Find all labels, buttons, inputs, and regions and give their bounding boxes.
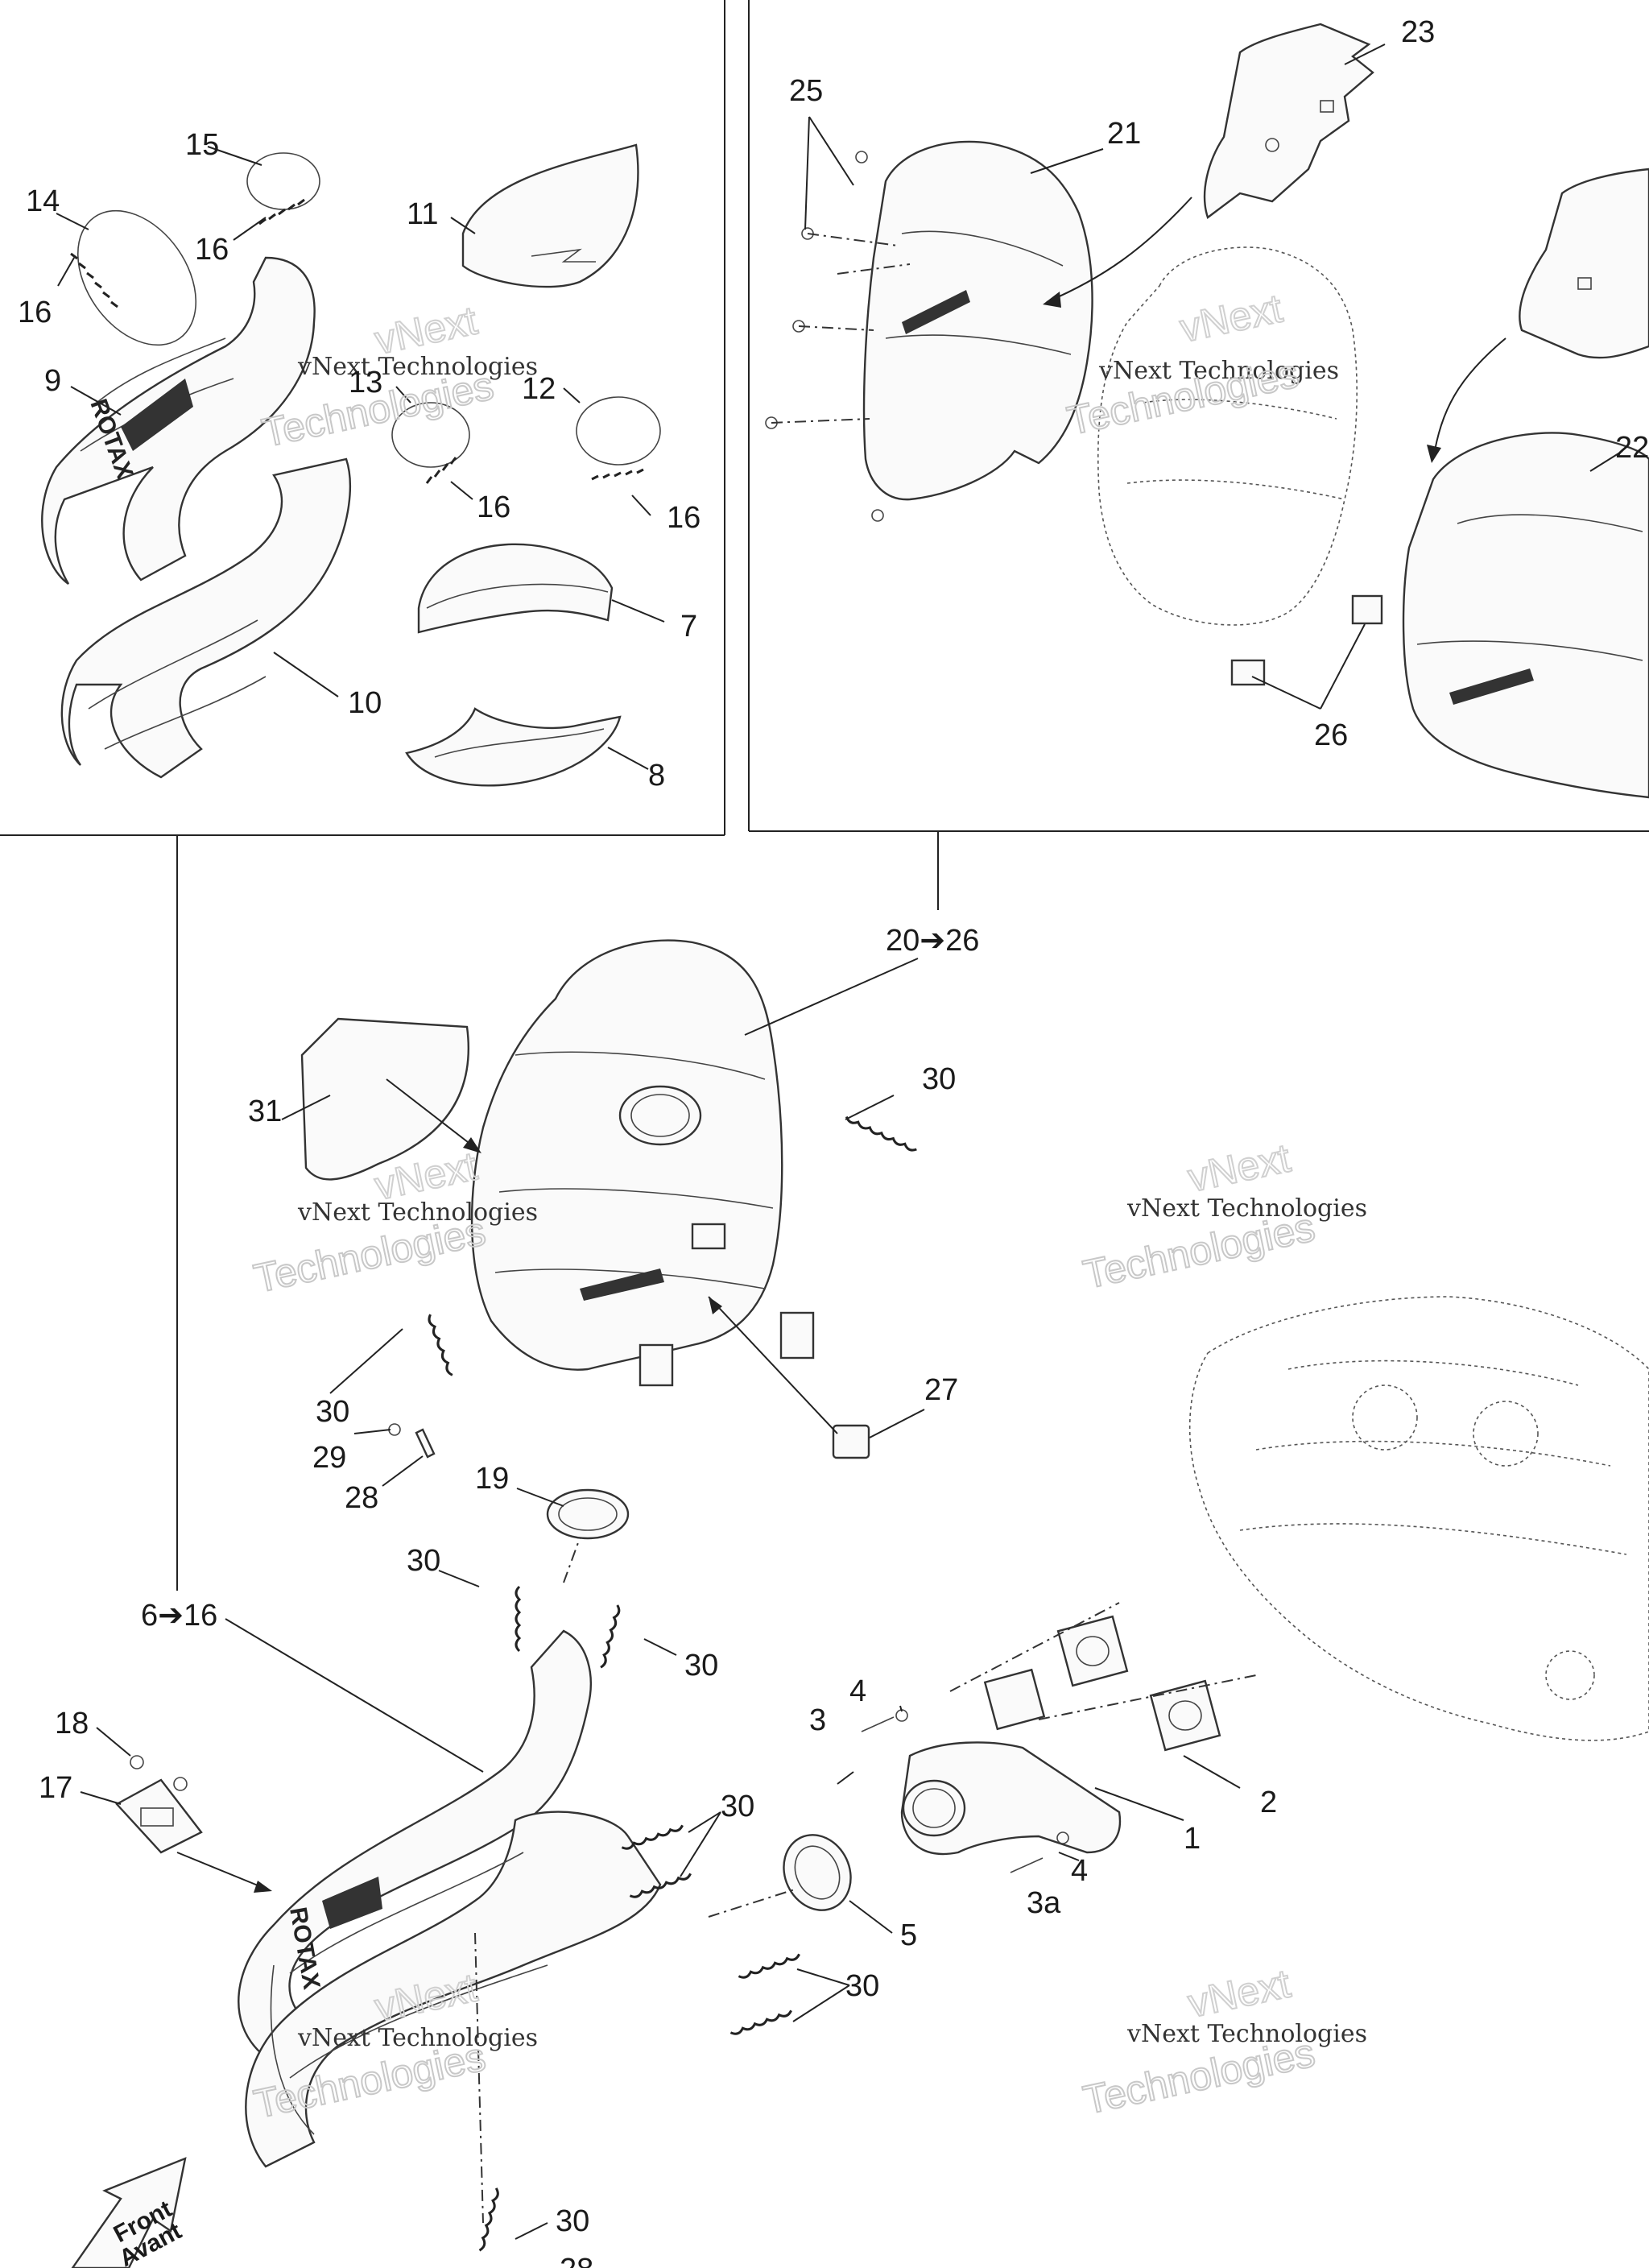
ring-clamp-12 [576, 396, 661, 466]
exhaust-manifold-1 [900, 1668, 1122, 1855]
heat-shield-9: ROTAX [41, 256, 316, 585]
box-muffler-components [748, 0, 1649, 832]
callout-25: 25 [789, 74, 823, 108]
callout-6-16: 6➔16 [141, 1599, 217, 1633]
assembly-arrows [176, 197, 1506, 1893]
callout-28: 28 [345, 1481, 378, 1515]
callout-13: 13 [349, 366, 382, 399]
assembly-centerlines [474, 233, 1257, 2224]
callout-16: 16 [18, 296, 52, 329]
watermark-top-right: vNext vNext Technologies Technologies [1063, 284, 1339, 444]
heat-shield-plate-23 [1203, 23, 1374, 219]
callout-4: 4 [849, 1674, 866, 1708]
callout-27: 27 [924, 1373, 958, 1407]
heat-shield-plate-lower [1519, 168, 1649, 359]
ring-clamp-13 [391, 402, 470, 468]
sealing-ring-5 [783, 1834, 852, 1911]
callout-19: 19 [475, 1462, 509, 1496]
watermark-bottom-right: vNext vNext Technologies Technologies [1079, 1960, 1367, 2123]
callout-17: 17 [39, 1771, 72, 1805]
watermark-mid-right: vNext vNext Technologies Technologies [1079, 1134, 1367, 1297]
mounting-bracket-17 [115, 1778, 203, 1854]
sensor-27 [832, 1424, 870, 1459]
callout-labels: 15 14 16 16 11 9 13 12 16 16 7 10 8 25 2… [18, 15, 1649, 2268]
svg-text:vNext: vNext [1184, 1135, 1295, 1200]
callout-16: 16 [667, 501, 701, 535]
callout-30: 30 [721, 1790, 754, 1823]
muffler-phantom-outline [1097, 246, 1358, 626]
callout-3a: 3a [1027, 1886, 1061, 1920]
rubber-mounts-26 [1230, 594, 1383, 686]
callout-11: 11 [407, 197, 438, 231]
cover-8 [405, 707, 622, 787]
callout-29: 29 [312, 1441, 346, 1475]
sealing-ring-19 [546, 1488, 630, 1540]
callout-16: 16 [195, 233, 229, 267]
box-tuned-pipe-components [0, 0, 725, 836]
callout-8: 8 [648, 759, 665, 793]
svg-text:vNext: vNext [1184, 1960, 1295, 2026]
svg-text:vNext Technologies: vNext Technologies [1098, 357, 1339, 385]
engine-outline [1188, 1296, 1649, 1741]
leader-lines [56, 43, 1623, 2240]
callout-1: 1 [1184, 1822, 1201, 1856]
ring-clamp-14 [76, 209, 197, 346]
insulation-sheet-11 [461, 143, 639, 288]
callout-18: 18 [55, 1707, 89, 1740]
callout-14: 14 [26, 184, 60, 218]
callout-30: 30 [684, 1649, 718, 1682]
callout-3: 3 [809, 1703, 826, 1737]
callout-16: 16 [477, 490, 510, 524]
callout-30: 30 [407, 1544, 440, 1578]
elbow-cover-7 [417, 543, 614, 634]
svg-text:vNext: vNext [1176, 285, 1287, 350]
callout-26: 26 [1314, 718, 1348, 752]
callout-30: 30 [922, 1062, 956, 1096]
svg-text:vNext Technologies: vNext Technologies [297, 353, 538, 381]
tuned-pipe-6-16: ROTAX [238, 1629, 662, 2168]
callout-23: 23 [1401, 15, 1435, 49]
callout-15: 15 [185, 128, 219, 162]
callout-12: 12 [522, 372, 556, 406]
gaskets-2 [1056, 1615, 1221, 1752]
callout-30: 30 [556, 2204, 589, 2238]
springs-30 [428, 1115, 917, 2252]
insulation-sheet-31 [300, 1017, 470, 1181]
callout-4: 4 [1071, 1854, 1088, 1888]
callout-21: 21 [1107, 117, 1141, 151]
ring-clamp-15 [246, 152, 320, 210]
callout-9: 9 [44, 364, 61, 398]
callout-5: 5 [900, 1918, 917, 1952]
springs-16 [70, 198, 644, 484]
watermark-mid-left: vNext vNext Technologies Technologies [250, 1142, 538, 1302]
callout-22: 22 [1615, 431, 1649, 465]
muffler-assembly [470, 939, 815, 1387]
callout-30: 30 [845, 1969, 879, 2003]
callout-2: 2 [1260, 1786, 1277, 1819]
muffler-upper-shell-21 [862, 140, 1093, 501]
hardware-fasteners [130, 1423, 1069, 1873]
callout-31: 31 [248, 1095, 282, 1128]
front-direction-arrow: Front Avant [71, 2157, 187, 2268]
muffler-lower-shell-22 [1402, 432, 1649, 799]
callout-7: 7 [680, 610, 697, 644]
svg-text:vNext Technologies: vNext Technologies [1126, 2020, 1367, 2048]
callout-28: 28 [560, 2253, 593, 2268]
callout-10: 10 [348, 686, 382, 720]
svg-text:vNext Technologies: vNext Technologies [297, 1198, 538, 1227]
svg-text:vNext Technologies: vNext Technologies [297, 2024, 538, 2052]
callout-30: 30 [316, 1395, 349, 1429]
callout-20-26: 20➔26 [886, 924, 979, 958]
svg-text:vNext Technologies: vNext Technologies [1126, 1194, 1367, 1223]
heat-shield-10 [60, 457, 352, 779]
